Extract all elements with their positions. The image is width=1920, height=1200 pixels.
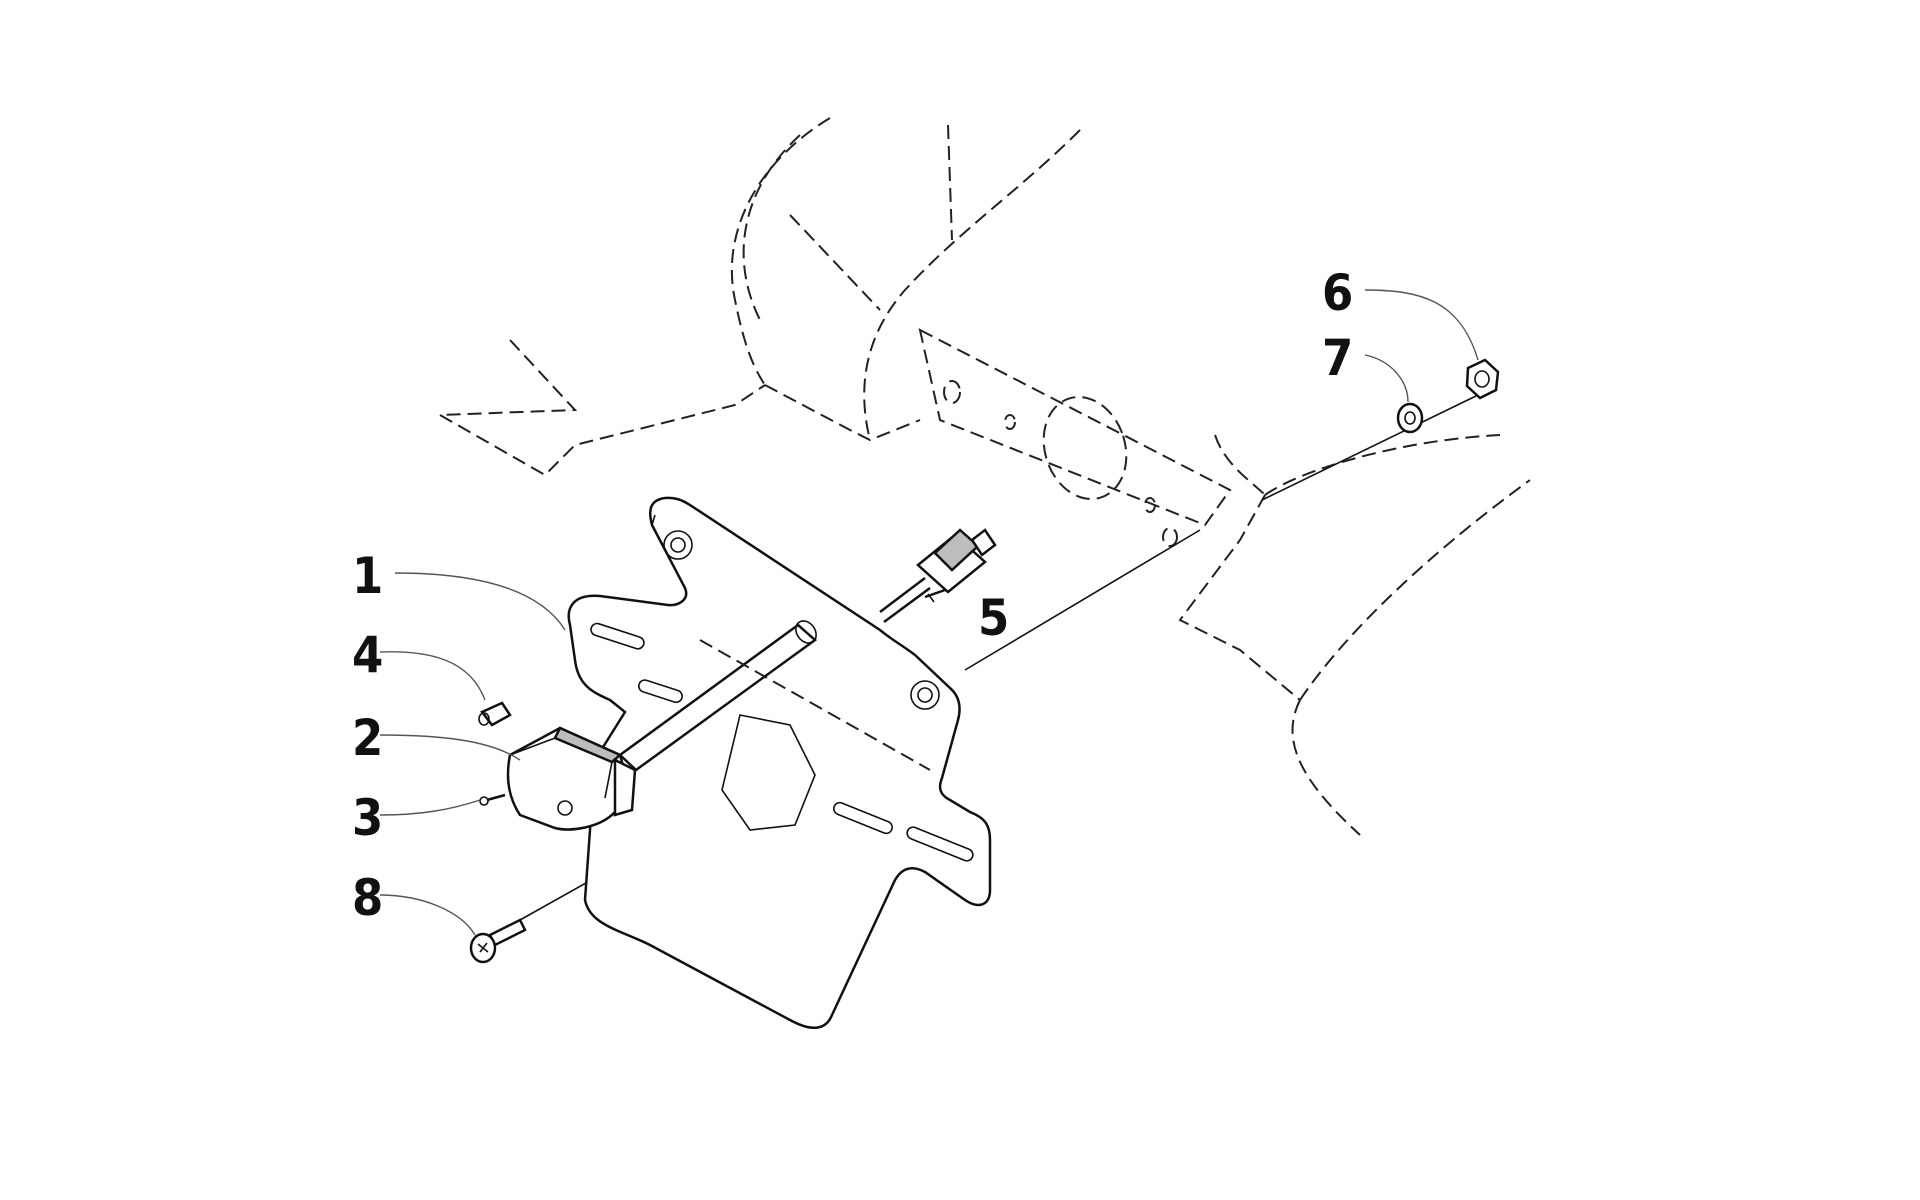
callout-8: 8 — [352, 869, 383, 927]
callout-7: 7 — [1322, 329, 1353, 387]
washer — [1396, 402, 1424, 434]
small-screw — [479, 793, 506, 806]
callout-4: 4 — [352, 626, 383, 684]
callout-3: 3 — [352, 789, 383, 847]
callout-1: 1 — [352, 547, 383, 605]
wiring-harness — [879, 528, 997, 624]
callout-2: 2 — [352, 709, 383, 767]
tapping-screw — [924, 588, 946, 603]
light-bulb — [478, 701, 512, 727]
callout-6: 6 — [1322, 264, 1353, 322]
callout-5: 5 — [978, 589, 1009, 647]
tail-light-housing — [506, 726, 637, 831]
callout-labels: 1 2 3 4 5 6 7 8 — [352, 264, 1353, 927]
vehicle-body-outline — [439, 117, 1531, 836]
light-stem-rod — [618, 620, 931, 772]
license-plate-bracket — [567, 496, 992, 1029]
button-head-bolt — [469, 918, 527, 964]
lock-nut — [1465, 358, 1500, 400]
callout-leaders — [379, 289, 1479, 936]
